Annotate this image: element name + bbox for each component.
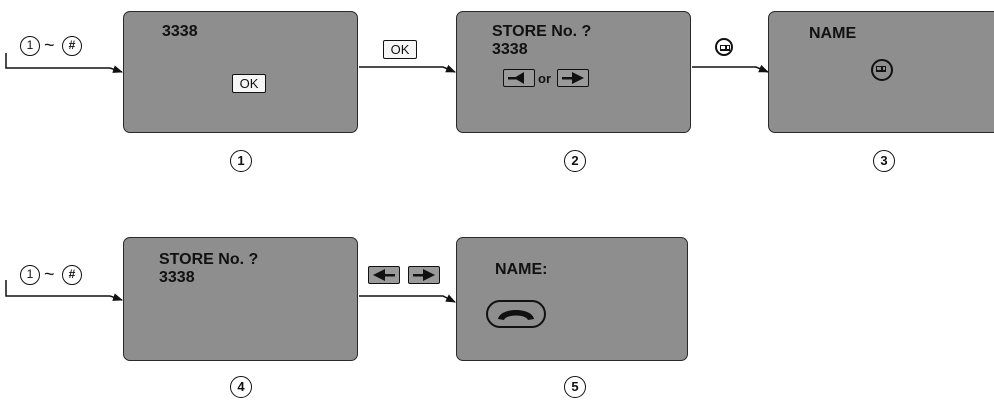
transition-left-arrow-key-icon (368, 266, 400, 284)
flow-arrow-4-to-5 (359, 294, 456, 303)
screen-step-4: STORE No. ? 3338 (123, 237, 358, 361)
transition-phonebook-key-icon (715, 38, 733, 56)
step-number-4: 4 (230, 376, 252, 398)
transition-ok-key-icon: OK (383, 40, 417, 59)
screen-step-1: 3338 OK (123, 11, 358, 133)
input-bracket-row2 (5, 280, 110, 297)
step-number-3: 3 (873, 150, 895, 172)
right-arrow-key-icon (557, 69, 589, 87)
step-number-5: 5 (564, 376, 586, 398)
screen-1-line-1: 3338 (162, 23, 198, 40)
phonebook-key-icon (871, 59, 893, 81)
screen-3-line-1: NAME (809, 25, 857, 42)
left-arrow-key-icon (503, 69, 535, 87)
screen-2-line-1: STORE No. ? (492, 23, 592, 40)
screen-step-2: STORE No. ? 3338 or (456, 11, 691, 133)
screen-step-3: NAME (768, 11, 994, 133)
or-label: or (538, 71, 551, 86)
step-number-2: 2 (564, 150, 586, 172)
flow-arrow-row1-in (109, 65, 123, 73)
screen-step-5: NAME: (456, 237, 688, 361)
transition-right-arrow-key-icon (408, 266, 440, 284)
flow-arrow-2-to-3 (692, 64, 769, 73)
flow-arrow-row2-in (109, 293, 123, 301)
screen-4-line-2: 3338 (159, 269, 195, 286)
key-1-icon: 1 (20, 36, 40, 56)
flow-arrow-1-to-2 (359, 64, 456, 73)
key-hash-icon: # (62, 265, 82, 285)
key-1-icon: 1 (20, 265, 40, 285)
range-separator: ~ (44, 35, 55, 55)
screen-5-line-1: NAME: (495, 261, 548, 278)
screen-2-line-2: 3338 (492, 41, 528, 58)
screen-4-line-1: STORE No. ? (159, 251, 259, 268)
handset-key-icon (486, 300, 546, 328)
step-number-1: 1 (230, 150, 252, 172)
key-hash-icon: # (62, 36, 82, 56)
ok-key-icon: OK (232, 74, 266, 93)
range-separator: ~ (44, 264, 55, 284)
input-bracket-row1 (5, 53, 110, 69)
